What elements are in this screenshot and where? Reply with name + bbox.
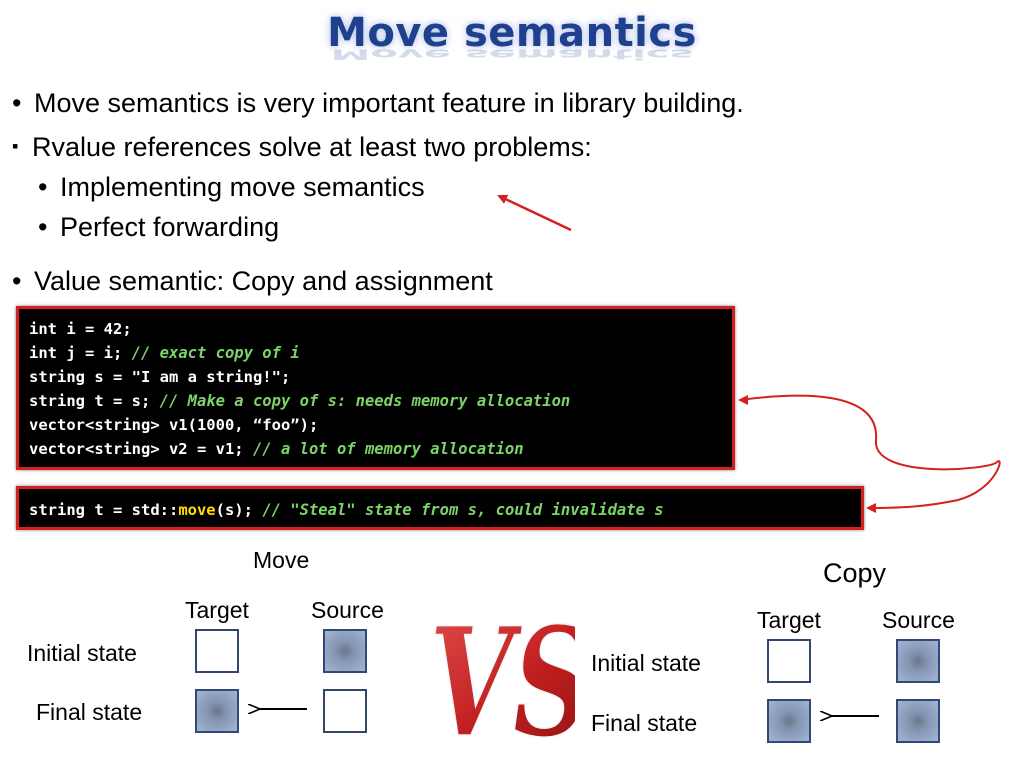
code-line: string s = "I am a string!";: [29, 368, 291, 386]
sub-bullet-2: • Perfect forwarding: [38, 211, 279, 243]
copy-final-source-box: [896, 699, 940, 743]
highlight-arrow: [497, 194, 572, 232]
bullet-marker: ▪: [12, 136, 19, 156]
copy-col-target: Target: [757, 607, 821, 633]
code-line: vector<string> v2 = v1; // a lot of memo…: [29, 440, 524, 458]
bullet-marker: •: [38, 212, 48, 242]
move-col-target: Target: [185, 597, 249, 623]
move-initial-target-box: [195, 629, 239, 673]
code-block: int i = 42; int j = i; // exact copy of …: [16, 306, 735, 470]
vs-graphic: VS.: [429, 593, 575, 760]
move-final-source-box: [323, 689, 367, 733]
bullet-1: • Move semantics is very important featur…: [12, 87, 744, 119]
copy-row-initial: Initial state: [591, 650, 701, 676]
move-initial-source-box: [323, 629, 367, 673]
copy-initial-target-box: [767, 639, 811, 683]
code-line: int j = i; // exact copy of i: [29, 344, 300, 362]
vs-text: VS.: [429, 594, 575, 760]
sub-bullet-1-text: Implementing move semantics: [60, 172, 425, 202]
code-line: int i = 42;: [29, 320, 132, 338]
copy-row-final: Final state: [591, 710, 698, 736]
slide-title-text: Move semantics: [327, 10, 697, 56]
bullet-marker: •: [12, 266, 22, 296]
move-final-target-box: [195, 689, 239, 733]
bullet-marker: •: [12, 88, 22, 118]
bullet-3: • Value semantic: Copy and assignment: [12, 265, 493, 297]
move-row-initial: Initial state: [27, 640, 137, 666]
copy-initial-source-box: [896, 639, 940, 683]
move-heading: Move: [253, 547, 310, 573]
sub-bullet-2-text: Perfect forwarding: [60, 212, 280, 242]
move-row-final: Final state: [36, 699, 143, 725]
connector-arrow: [739, 394, 1001, 513]
connector-arrow-head: [738, 395, 748, 405]
code-line: vector<string> v1(1000, “foo”);: [29, 416, 319, 434]
bullet-1-text: Move semantics is very important feature…: [34, 88, 744, 118]
copy-col-source: Source: [882, 607, 955, 633]
move-col-source: Source: [311, 597, 384, 623]
bullet-2-text: Rvalue references solve at least two pro…: [32, 132, 592, 162]
move-code-block: string t = std::move(s); // "Steal" stat…: [16, 486, 864, 530]
copy-final-target-box: [767, 699, 811, 743]
bullet-2: ▪ Rvalue references solve at least two pr…: [12, 130, 592, 163]
slide-title: Move semantics: [0, 10, 1024, 56]
copy-heading: Copy: [823, 558, 887, 588]
code-line: string t = s; // Make a copy of s: needs…: [29, 392, 571, 410]
bullet-3-text: Value semantic: Copy and assignment: [34, 266, 493, 296]
sub-bullet-1: • Implementing move semantics: [38, 171, 425, 203]
code-line: string t = std::move(s); // "Steal" stat…: [29, 501, 664, 519]
move-keyword: move: [178, 501, 216, 519]
bullet-marker: •: [38, 172, 48, 202]
